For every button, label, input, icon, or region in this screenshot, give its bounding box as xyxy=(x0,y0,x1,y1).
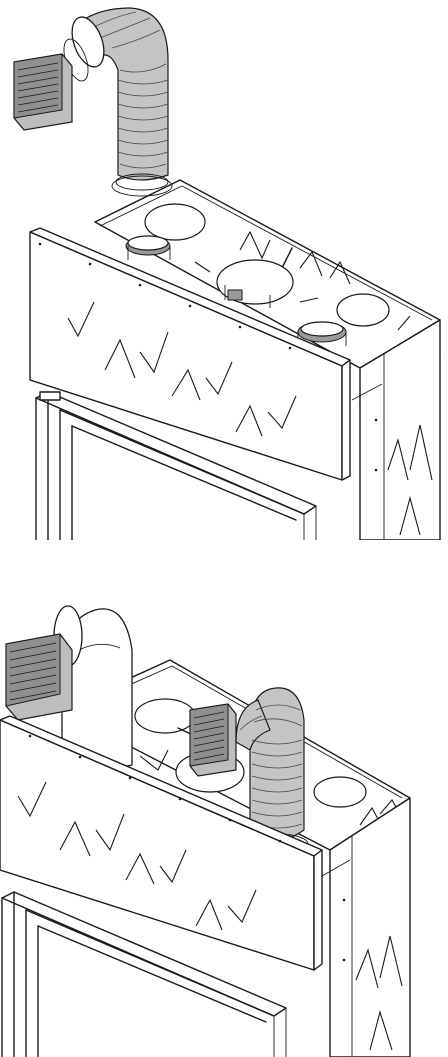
flue-hole-c xyxy=(313,776,367,808)
outlet-collar-right xyxy=(297,321,347,346)
flue-hole-1 xyxy=(144,203,206,241)
flue-hole-a xyxy=(134,698,196,734)
installation-diagram-top xyxy=(13,7,441,540)
duct-ribs xyxy=(91,11,169,169)
outlet-collar-left xyxy=(125,235,171,260)
outlet-collar-center xyxy=(224,285,271,308)
flexible-duct xyxy=(63,7,173,197)
grille-slats-large xyxy=(9,642,57,701)
fireplace-bottom-drawing xyxy=(0,605,411,1057)
flue-hole-3 xyxy=(336,293,390,327)
installation-diagram-bottom xyxy=(0,560,448,1057)
clamp-ring-bottom xyxy=(111,175,173,197)
grille-slats-medium xyxy=(193,711,225,761)
firebox-frame xyxy=(35,391,317,540)
firebox-frame-2 xyxy=(1,891,287,1057)
flexible-duct-2 xyxy=(235,687,309,855)
wall-grille-small xyxy=(13,53,73,131)
pointer-line xyxy=(282,247,293,267)
fireplace-top-drawing xyxy=(13,7,441,540)
fireplace-right-side xyxy=(351,319,441,540)
duct-sleeve xyxy=(71,16,105,68)
front-cover-panel-2 xyxy=(0,715,323,971)
fireplace-right-side-2 xyxy=(321,797,411,1057)
front-cover-panel xyxy=(29,227,351,481)
wall-grille-large xyxy=(5,633,73,721)
wall-grille-medium xyxy=(189,703,237,777)
grille-slats xyxy=(17,62,59,113)
fireplace-top-surface xyxy=(94,179,441,369)
